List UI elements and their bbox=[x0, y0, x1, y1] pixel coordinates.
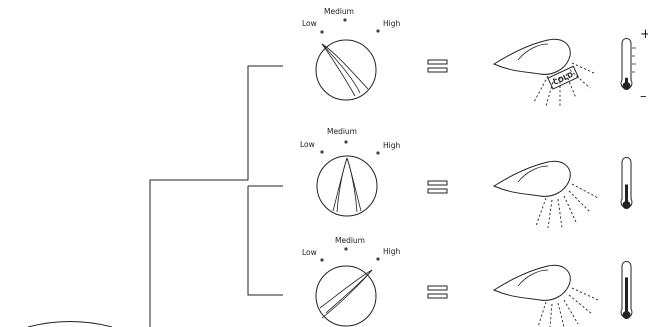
water-spray bbox=[535, 183, 599, 229]
dial-face bbox=[316, 155, 378, 217]
scale-plus: + bbox=[640, 27, 648, 42]
dial-knob: Low Medium High bbox=[302, 236, 400, 327]
dial-tick-medium bbox=[344, 247, 348, 251]
dial-pointer bbox=[321, 43, 369, 97]
dial-tick-high bbox=[376, 151, 380, 155]
thermometer: + – bbox=[620, 27, 648, 104]
thermometer-fill bbox=[625, 277, 628, 315]
dial-face bbox=[315, 39, 377, 101]
dial-label-medium: Medium bbox=[335, 236, 365, 245]
row-low: Low Medium High bbox=[302, 7, 648, 107]
shower-head: COLD bbox=[492, 38, 597, 107]
dial-knob: Low Medium High bbox=[300, 127, 400, 217]
dial-label-low: Low bbox=[300, 140, 315, 149]
scale-minus: – bbox=[640, 89, 647, 104]
dial-tick-medium bbox=[344, 140, 348, 144]
dial-tick-medium bbox=[343, 18, 347, 22]
dial-pointer bbox=[319, 269, 373, 319]
dial-label-medium: Medium bbox=[324, 7, 354, 16]
shower-head bbox=[492, 264, 599, 327]
equals-sign bbox=[427, 59, 448, 73]
dial-label-low: Low bbox=[302, 19, 317, 28]
dial-pointer bbox=[332, 157, 362, 213]
thermometer-bulb bbox=[622, 201, 631, 209]
dial-label-high: High bbox=[383, 247, 400, 256]
dial-tick-low bbox=[320, 258, 324, 262]
thermometer-fill bbox=[625, 184, 628, 205]
dial-tick-low bbox=[320, 30, 324, 34]
dial-label-high: High bbox=[383, 19, 400, 28]
shower-head bbox=[492, 160, 599, 229]
dial-tick-high bbox=[376, 29, 380, 33]
row-medium: Low Medium High bbox=[300, 127, 633, 229]
dial-label-low: Low bbox=[302, 248, 317, 257]
equals-sign bbox=[427, 180, 448, 194]
thermometer-fill bbox=[625, 77, 628, 86]
thermometer-bulb bbox=[622, 311, 631, 319]
row-high: Low Medium High bbox=[302, 236, 633, 327]
dial-knob: Low Medium High bbox=[302, 7, 400, 101]
equals-sign bbox=[427, 285, 448, 299]
water-spray bbox=[533, 62, 597, 107]
connector-tree bbox=[27, 65, 283, 327]
thermometer bbox=[620, 261, 633, 319]
dial-label-high: High bbox=[383, 141, 400, 150]
dial-face bbox=[315, 265, 377, 327]
water-spray bbox=[537, 287, 599, 327]
dial-tick-low bbox=[320, 150, 324, 154]
thermometer-bulb bbox=[622, 82, 631, 90]
cold-stamp: COLD bbox=[547, 65, 580, 90]
thermometer bbox=[620, 157, 633, 209]
dial-label-medium: Medium bbox=[327, 127, 357, 136]
dial-tick-high bbox=[376, 257, 380, 261]
